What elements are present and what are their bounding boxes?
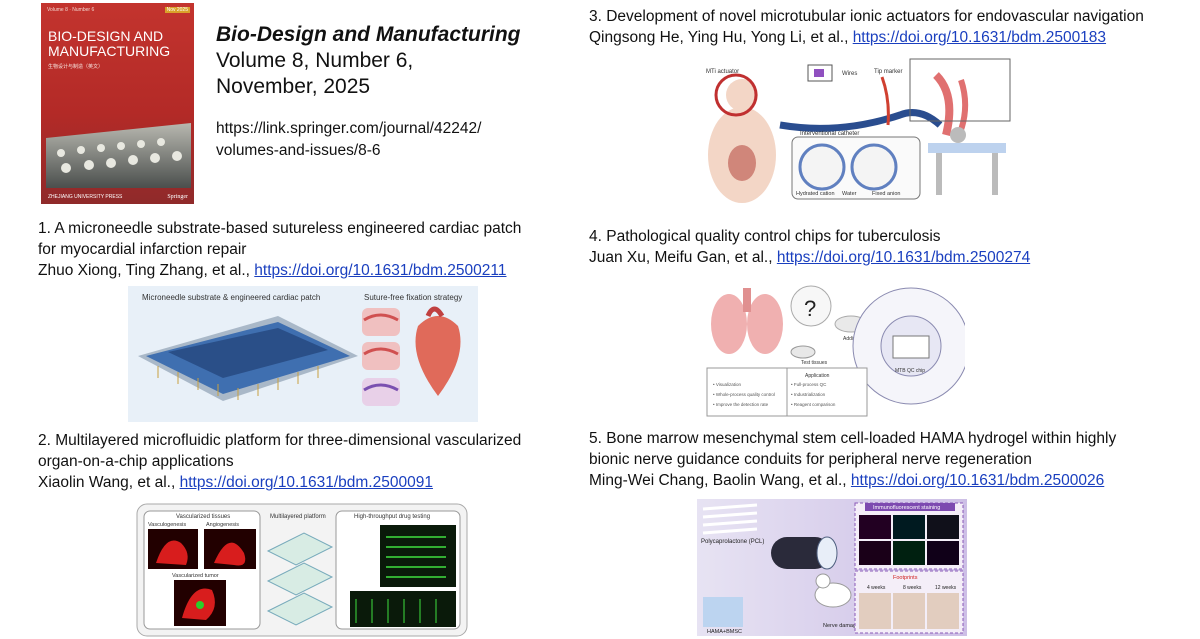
svg-text:Test tissues: Test tissues	[801, 360, 828, 366]
article-authors: Xiaolin Wang, et al.,	[38, 474, 180, 491]
article-1-figure: Microneedle substrate & engineered cardi…	[128, 286, 478, 422]
figure-label: Suture-free fixation strategy	[364, 293, 462, 302]
svg-text:Application: Application	[805, 373, 830, 379]
journal-url[interactable]: https://link.springer.com/journal/42242/…	[216, 120, 482, 159]
article-title: 1. A microneedle substrate-based suturel…	[38, 220, 522, 237]
journal-volume: Volume 8, Number 6, November, 2025	[216, 49, 414, 98]
svg-text:Fixed anion: Fixed anion	[872, 191, 900, 197]
svg-text:• Reagent comparison: • Reagent comparison	[791, 402, 836, 407]
cover-publisher: ZHEJIANG UNIVERSITY PRESS	[48, 194, 123, 200]
doi-link[interactable]: https://doi.org/10.1631/bdm.2500026	[850, 472, 1105, 489]
article-1-citation: 1. A microneedle substrate-based suturel…	[38, 218, 558, 281]
journal-cover-image: Volume 8 · Number 6 Nov 2025 BIO-DESIGN …	[41, 3, 194, 204]
article-4-figure: ? Additive manufacturing Test tissues MT…	[703, 282, 965, 420]
svg-text:HAMA+BMSC: HAMA+BMSC	[707, 629, 742, 635]
article-title: for myocardial infarction repair	[38, 241, 247, 258]
svg-text:• Whole-process quality contro: • Whole-process quality control	[713, 392, 775, 397]
article-authors: Zhuo Xiong, Ting Zhang, et al.,	[38, 262, 255, 279]
svg-text:?: ?	[804, 296, 816, 321]
doi-link[interactable]: https://doi.org/10.1631/bdm.2500183	[852, 29, 1107, 46]
doi-link[interactable]: https://doi.org/10.1631/bdm.2500211	[254, 262, 507, 279]
article-3-citation: 3. Development of novel microtubular ion…	[589, 6, 1189, 48]
cover-title: BIO-DESIGN AND MANUFACTURING	[48, 28, 171, 59]
article-authors: Qingsong He, Ying Hu, Yong Li, et al.,	[589, 29, 853, 46]
svg-text:• Industrialization: • Industrialization	[791, 392, 826, 397]
article-title: bionic nerve guidance conduits for perip…	[589, 451, 1032, 468]
svg-text:Water: Water	[842, 191, 857, 197]
svg-text:Vascularized tumor: Vascularized tumor	[172, 573, 219, 579]
article-title: 3. Development of novel microtubular ion…	[589, 8, 1144, 25]
doi-link[interactable]: https://doi.org/10.1631/bdm.2500274	[776, 249, 1031, 266]
article-2-citation: 2. Multilayered microfluidic platform fo…	[38, 430, 568, 493]
article-title: 4. Pathological quality control chips fo…	[589, 228, 941, 245]
cover-subtitle: 生物设计与制造（英文）	[48, 64, 104, 70]
svg-text:12 weeks: 12 weeks	[935, 585, 957, 591]
svg-text:Vascularized tissues: Vascularized tissues	[176, 514, 230, 520]
svg-text:• Full-process QC: • Full-process QC	[791, 382, 827, 387]
svg-text:Angiogenesis: Angiogenesis	[206, 522, 239, 528]
article-5-figure: Polycaprolactone (PCL) HAMA+BMSC Nerve d…	[697, 499, 967, 636]
svg-text:MTi actuator: MTi actuator	[706, 69, 739, 75]
svg-text:8 weeks: 8 weeks	[903, 585, 922, 591]
article-authors: Ming-Wei Chang, Baolin Wang, et al.,	[589, 472, 851, 489]
svg-text:Footprints: Footprints	[893, 575, 918, 581]
svg-text:Wires: Wires	[842, 71, 857, 77]
article-5-citation: 5. Bone marrow mesenchymal stem cell-loa…	[589, 428, 1189, 491]
cover-springer: Springer	[167, 194, 188, 200]
svg-text:High-throughput drug testing: High-throughput drug testing	[354, 514, 430, 520]
svg-text:Interventional catheter: Interventional catheter	[800, 131, 859, 137]
svg-text:Polycaprolactone (PCL): Polycaprolactone (PCL)	[701, 539, 764, 545]
article-title: 2. Multilayered microfluidic platform fo…	[38, 432, 522, 449]
journal-title: Bio-Design and Manufacturing	[216, 23, 521, 46]
article-title: organ-on-a-chip applications	[38, 453, 234, 470]
svg-text:• Visualization: • Visualization	[713, 382, 742, 387]
cover-artwork	[46, 123, 191, 188]
svg-text:Immunofluorescent staining: Immunofluorescent staining	[873, 505, 940, 511]
svg-text:Multilayered platform: Multilayered platform	[270, 514, 326, 520]
svg-text:4 weeks: 4 weeks	[867, 585, 886, 591]
doi-link[interactable]: https://doi.org/10.1631/bdm.2500091	[179, 474, 433, 491]
figure-label: Microneedle substrate & engineered cardi…	[142, 293, 320, 302]
svg-text:Vasculogenesis: Vasculogenesis	[148, 522, 186, 528]
article-4-citation: 4. Pathological quality control chips fo…	[589, 226, 1189, 268]
svg-text:MTB QC chip: MTB QC chip	[895, 368, 925, 374]
article-authors: Juan Xu, Meifu Gan, et al.,	[589, 249, 777, 266]
svg-text:• Improve the detection rate: • Improve the detection rate	[713, 402, 769, 407]
article-2-figure: Vascularized tissues Vasculogenesis Angi…	[136, 503, 468, 637]
svg-text:Nerve damage: Nerve damage	[823, 623, 859, 629]
svg-text:Hydrated cation: Hydrated cation	[796, 191, 835, 197]
article-title: 5. Bone marrow mesenchymal stem cell-loa…	[589, 430, 1117, 447]
article-3-figure: MTi actuator Wires Tip marker Interventi…	[696, 55, 1012, 203]
svg-text:Tip marker: Tip marker	[874, 69, 902, 75]
